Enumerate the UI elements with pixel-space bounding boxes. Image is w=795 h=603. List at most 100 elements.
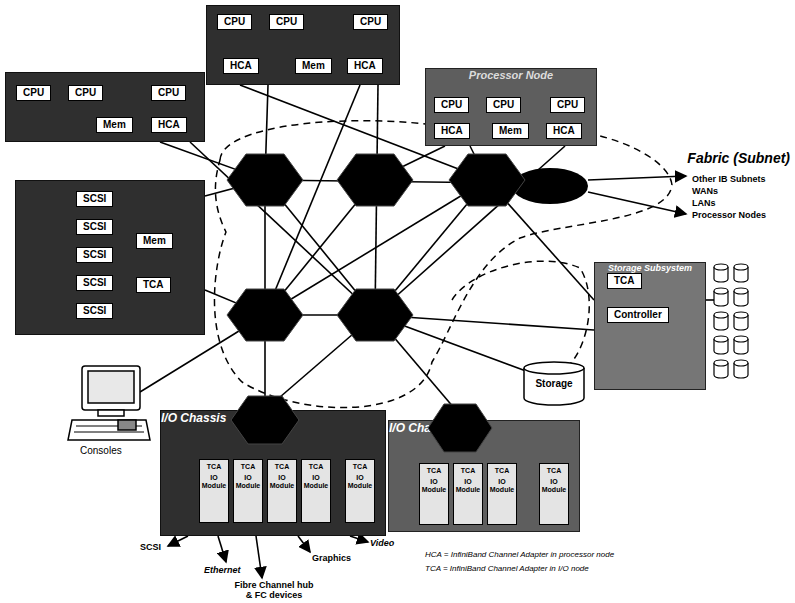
node-text: CPU: [276, 16, 297, 28]
component-chip: Mem: [492, 123, 529, 139]
component-chip: CPU: [269, 14, 304, 30]
node-text: IO Module: [541, 478, 567, 494]
node-text: CPU: [557, 99, 578, 111]
component-chip: CPU: [550, 97, 585, 113]
disk-cylinder-top: [714, 288, 728, 294]
component-chip: TCA: [607, 273, 642, 289]
node-text: CPU: [493, 99, 514, 111]
node-text: TCA: [269, 463, 295, 471]
text-label: Fibre Channel hub & FC devices: [232, 580, 316, 600]
node-heading: I/O Chassis: [161, 411, 226, 425]
router-symbol: [512, 168, 588, 204]
disk-cylinder-top: [714, 264, 728, 270]
component-chip: SCSI: [76, 275, 113, 291]
text-label: Processor Nodes: [692, 210, 766, 220]
text-label: Consoles: [80, 445, 122, 456]
node-text: SCSI: [83, 249, 106, 261]
component-chip: HCA: [151, 117, 187, 133]
node-text: IO Module: [201, 474, 227, 490]
component-chip: SCSI: [76, 191, 113, 207]
node-text: TCA: [421, 467, 447, 475]
component-chip: SCSI: [76, 247, 113, 263]
text-label: Ethernet: [204, 565, 241, 575]
storage-cylinder: Storage: [522, 360, 586, 406]
io-module: TCA IO Module: [199, 459, 229, 523]
io-module: TCA IO Module: [539, 463, 569, 525]
node-text: IO Module: [303, 474, 329, 490]
node-text: TCA: [235, 463, 261, 471]
component-chip: HCA: [223, 58, 259, 74]
node-text: CPU: [158, 87, 179, 99]
component-chip: SCSI: [76, 219, 113, 235]
disk-cylinder-top: [734, 288, 748, 294]
node-text: IO Module: [269, 474, 295, 490]
disk-cylinder-top: [714, 360, 728, 366]
text-label: LANs: [692, 198, 716, 208]
io-module: TCA IO Module: [301, 459, 331, 523]
node-text: SCSI: [83, 305, 106, 317]
node-text: SCSI: [83, 221, 106, 233]
processor-node: CPUCPUCPUMemHCA: [5, 72, 205, 142]
component-chip: HCA: [546, 123, 582, 139]
node-text: Mem: [302, 60, 325, 72]
node-text: IO Module: [235, 474, 261, 490]
node-text: TCA: [143, 279, 164, 291]
node-text: CPU: [360, 16, 381, 28]
disk-cylinder-top: [734, 264, 748, 270]
console-computer: [68, 366, 150, 440]
component-chip: Mem: [295, 58, 332, 74]
switch-hexagon: [337, 289, 413, 341]
component-chip: HCA: [434, 123, 470, 139]
node-text: CPU: [23, 87, 44, 99]
node-text: Mem: [143, 235, 166, 247]
component-chip: Controller: [607, 307, 669, 323]
io-module: TCA IO Module: [233, 459, 263, 523]
processor-node: CPU CPU CPU HCA Mem HCA: [206, 5, 400, 85]
node-text: SCSI: [83, 277, 106, 289]
node-text: Storage: [522, 378, 586, 389]
component-chip: SCSI: [76, 303, 113, 319]
node-text: SCSI: [83, 193, 106, 205]
disk-cylinder-top: [714, 336, 728, 342]
node-text: TCA: [303, 463, 329, 471]
component-chip: CPU: [353, 14, 388, 30]
node-heading: Storage Subsystem: [595, 263, 705, 273]
raid-enclosure: SCSI SCSI SCSI SCSI SCSI MemTCA: [15, 180, 205, 335]
node-text: TCA: [489, 467, 515, 475]
node-text: TCA: [455, 467, 481, 475]
fabric-outline: [452, 261, 589, 372]
switch-hexagon: [227, 154, 303, 206]
disk-cylinder-top: [734, 336, 748, 342]
node-text: CPU: [441, 99, 462, 111]
node-text: TCA: [541, 467, 567, 475]
io-module: TCA IO Module: [419, 463, 449, 525]
text-label: TCA = InfiniBand Channel Adapter in I/O …: [425, 564, 589, 573]
switch-hexagon: [337, 154, 413, 206]
cylinder-top: [524, 362, 584, 374]
node-text: TCA: [614, 275, 635, 287]
node-text: HCA: [441, 125, 463, 137]
node-text: HCA: [553, 125, 575, 137]
node-text: Controller: [614, 309, 662, 321]
io-module: TCA IO Module: [267, 459, 297, 523]
text-label: Other IB Subnets: [692, 174, 766, 184]
node-text: TCA: [201, 463, 227, 471]
node-text: IO Module: [421, 478, 447, 494]
node-text: CPU: [224, 16, 245, 28]
node-text: Mem: [103, 119, 126, 131]
fabric-label: Fabric (Subnet): [687, 150, 790, 166]
switch-hexagon: [449, 154, 525, 206]
node-text: IO Module: [455, 478, 481, 494]
io-module: TCA IO Module: [487, 463, 517, 525]
node-text: IO Module: [489, 478, 515, 494]
component-chip: Mem: [136, 233, 173, 249]
node-text: Mem: [499, 125, 522, 137]
component-chip: CPU: [217, 14, 252, 30]
text-label: Graphics: [312, 553, 351, 563]
disk-cylinder-top: [734, 312, 748, 318]
component-chip: HCA: [347, 58, 383, 74]
io-module: TCA IO Module: [453, 463, 483, 525]
text-label: WANs: [692, 186, 718, 196]
